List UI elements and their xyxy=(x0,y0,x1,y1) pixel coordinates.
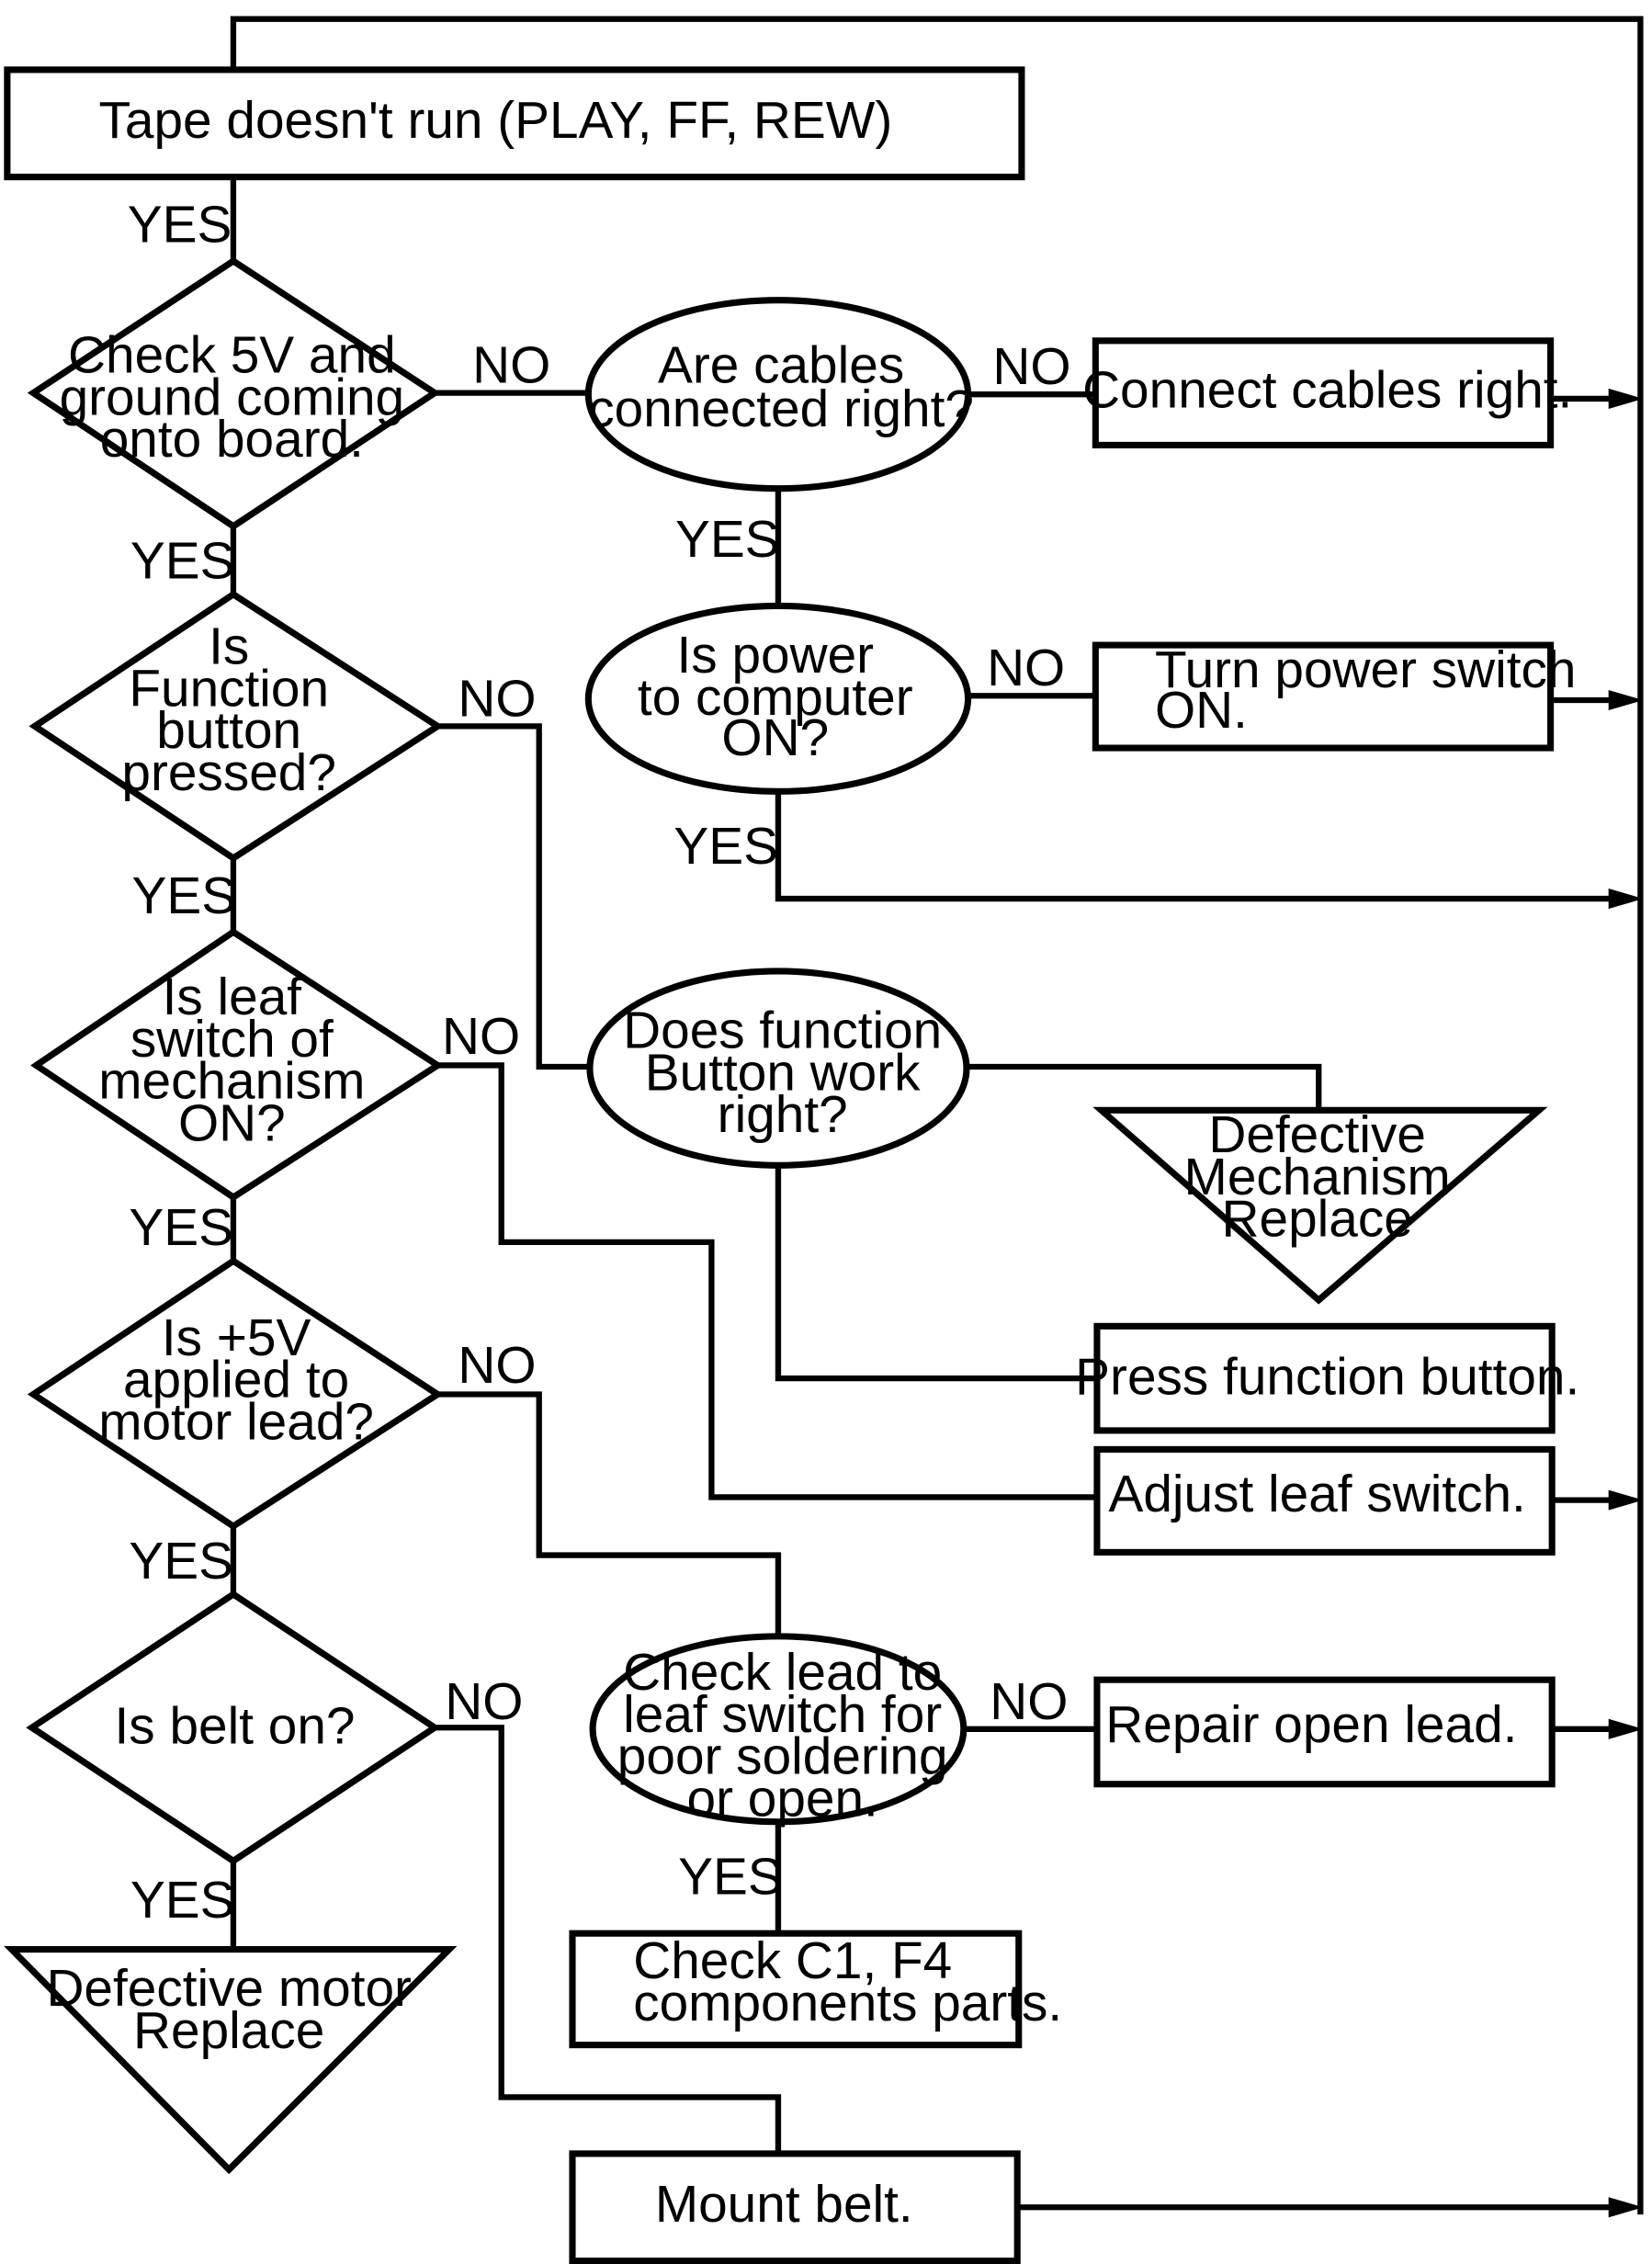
press-function-text: Press function button. xyxy=(1075,1348,1579,1406)
arrowhead xyxy=(1608,1718,1644,1739)
defective-motor-line: Defective motor xyxy=(46,1960,412,2018)
cables-connected-line: Are cables xyxy=(658,337,904,395)
no-label: NO xyxy=(445,1673,523,1731)
leaf-switch-line: ON? xyxy=(178,1094,286,1152)
function-pressed-line: Function xyxy=(129,660,329,718)
yes-label: YES xyxy=(130,1872,235,1930)
repair-lead-text: Repair open lead. xyxy=(1105,1696,1517,1754)
leaf-switch-line: Is leaf xyxy=(163,968,302,1026)
decision-check-5v xyxy=(27,256,441,530)
action-repair-lead xyxy=(1093,1676,1556,1788)
no-label: NO xyxy=(472,337,550,395)
defective-mechanism-line: Replace xyxy=(1222,1191,1413,1249)
connector-return-loop xyxy=(230,16,1644,2215)
connector-belt-no xyxy=(435,1725,782,2154)
decision-leaf-switch xyxy=(30,928,444,1202)
action-press-function xyxy=(1093,1322,1556,1434)
no-label: NO xyxy=(458,670,536,728)
decision-belt-on xyxy=(26,1590,441,1865)
arrowhead xyxy=(1608,388,1644,409)
check-lead-line: leaf switch for xyxy=(623,1686,942,1744)
terminal-defective-mechanism xyxy=(1092,1106,1548,1305)
power-on-line: ON? xyxy=(721,709,829,767)
arrowhead xyxy=(1608,889,1644,910)
plus5v-motor-line: Is +5V xyxy=(162,1309,311,1367)
leaf-switch-line: switch of xyxy=(130,1011,334,1069)
defective-motor-line: Replace xyxy=(133,2002,324,2060)
connect-cables-text: Connect cables right. xyxy=(1082,361,1572,419)
mount-belt-text: Mount belt. xyxy=(655,2176,913,2234)
yes-label: YES xyxy=(678,1849,783,1907)
power-on-line: to computer xyxy=(638,669,913,727)
turn-power-line: Turn power switch xyxy=(1155,641,1576,699)
yes-label: YES xyxy=(129,1533,233,1590)
adjust-leaf-text: Adjust leaf switch. xyxy=(1109,1466,1526,1523)
function-works-line: right? xyxy=(718,1086,848,1144)
action-turn-power xyxy=(1092,641,1555,752)
connector-works-no xyxy=(775,1163,1097,1382)
leaf-switch-line: mechanism xyxy=(98,1053,365,1111)
action-mount-belt xyxy=(569,2150,1021,2264)
no-label: NO xyxy=(992,338,1070,396)
decision-power-on xyxy=(584,602,972,795)
no-label: NO xyxy=(987,640,1065,697)
yes-label: YES xyxy=(128,197,232,255)
arrowhead xyxy=(1608,689,1644,711)
function-pressed-line: button xyxy=(156,702,301,760)
turn-power-line: ON. xyxy=(1155,682,1248,740)
terminal-defective-motor xyxy=(4,1945,458,2175)
decision-check-lead xyxy=(589,1633,967,1826)
check-5v-line: onto board. xyxy=(100,411,364,469)
check-lead-line: or open. xyxy=(687,1770,878,1828)
action-adjust-leaf xyxy=(1093,1445,1556,1556)
connector-leaf-no xyxy=(437,1062,1097,1500)
plus5v-motor-line: applied to xyxy=(123,1352,349,1409)
plus5v-motor-line: motor lead? xyxy=(98,1393,374,1451)
check-lead-line: poor soldering xyxy=(617,1728,948,1786)
decision-function-works xyxy=(586,968,970,1169)
action-connect-cables xyxy=(1092,337,1555,448)
yes-label: YES xyxy=(673,818,778,876)
no-label: NO xyxy=(458,1337,536,1395)
left-aligned-labels: Turn power switch ON. Check C1, F4 compo… xyxy=(633,641,1576,2032)
no-label: NO xyxy=(990,1673,1068,1731)
defective-mechanism-line: Mechanism xyxy=(1184,1149,1451,1206)
connector-works-yes xyxy=(966,1063,1322,1111)
power-on-line: Is power xyxy=(677,627,875,685)
connector-function-no xyxy=(437,723,592,1070)
decision-cables-connected xyxy=(584,297,972,492)
yes-label: YES xyxy=(129,1199,233,1257)
connector-5v-no xyxy=(437,1391,782,1638)
action-check-c1 xyxy=(569,1930,1023,2049)
decision-plus5v-motor xyxy=(27,1257,444,1531)
check-lead-line: Check lead to xyxy=(623,1644,942,1702)
yes-label: YES xyxy=(130,533,235,591)
branch-labels: YES YES YES YES YES YES YES YES YES NO N… xyxy=(128,197,1071,1930)
arrowhead xyxy=(1608,1489,1644,1511)
function-pressed-line: Is xyxy=(209,618,249,676)
function-pressed-line: pressed? xyxy=(121,744,336,802)
arrowheads xyxy=(1608,388,1644,2218)
belt-on-line: Is belt on? xyxy=(115,1698,356,1756)
cables-connected-line: connected right? xyxy=(588,380,974,438)
yes-label: YES xyxy=(132,867,237,925)
check-c1-line: components parts. xyxy=(633,1975,1062,2032)
function-works-line: Does function xyxy=(623,1002,942,1060)
no-label: NO xyxy=(442,1008,520,1066)
arrowhead xyxy=(1608,2197,1644,2218)
connector-power-yes xyxy=(775,789,1624,902)
defective-mechanism-line: Defective xyxy=(1208,1106,1426,1164)
check-5v-line: ground coming xyxy=(60,368,405,426)
check-5v-line: Check 5V and xyxy=(68,327,396,385)
check-c1-line: Check C1, F4 xyxy=(633,1932,952,1990)
function-works-line: Button work xyxy=(645,1044,921,1102)
decision-function-pressed xyxy=(28,590,444,863)
start-text: Tape doesn't run (PLAY, FF, REW) xyxy=(99,92,893,150)
start-box xyxy=(4,66,1025,181)
yes-label: YES xyxy=(675,511,780,569)
shape-labels: Check 5V and ground coming onto board. I… xyxy=(46,327,1579,2234)
